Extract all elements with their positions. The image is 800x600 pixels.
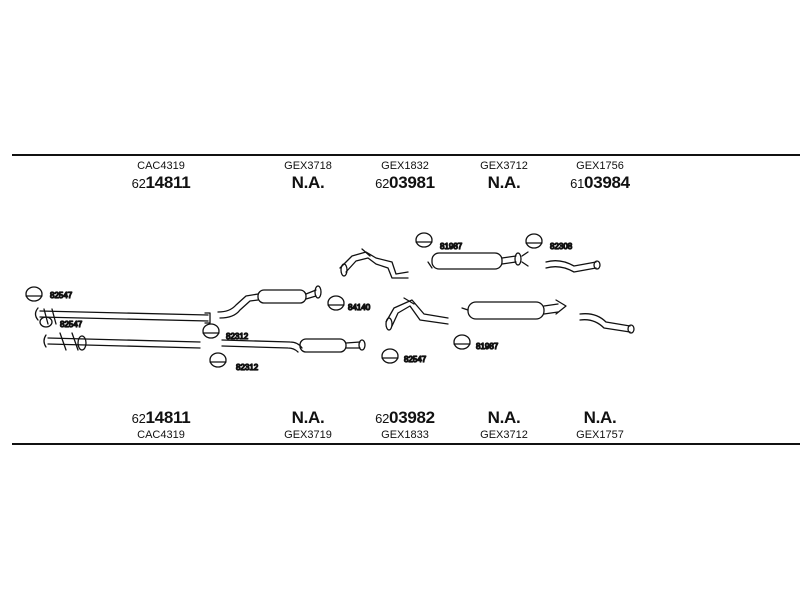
top-part-2: GEX3718 N.A. bbox=[253, 160, 363, 194]
front-pipe-lower bbox=[43, 332, 201, 351]
bottom-part-3-ref: GEX1833 bbox=[381, 429, 429, 441]
label-82308: 82308 bbox=[550, 242, 573, 251]
tail-pipe-lower bbox=[579, 313, 635, 334]
intermediate-pipe-lower bbox=[385, 297, 449, 331]
tail-pipe-upper bbox=[545, 260, 601, 273]
label-84140: 84140 bbox=[348, 303, 371, 312]
bottom-part-4-ref: GEX3712 bbox=[480, 429, 528, 441]
bottom-part-4: N.A. GEX3712 bbox=[449, 408, 559, 442]
intermediate-pipe-upper bbox=[339, 248, 409, 279]
bottom-part-1: 6214811 CAC4319 bbox=[106, 408, 216, 442]
bottom-part-2-ref: GEX3719 bbox=[284, 429, 332, 441]
top-part-3-ref: GEX1832 bbox=[381, 160, 429, 172]
label-82547-c: 82547 bbox=[404, 355, 427, 364]
top-part-4: GEX3712 N.A. bbox=[449, 160, 559, 194]
top-part-1: CAC4319 6214811 bbox=[106, 160, 216, 194]
bottom-part-5-ref: GEX1757 bbox=[576, 429, 624, 441]
label-82312-a: 82312 bbox=[226, 332, 249, 341]
top-part-2-number: N.A. bbox=[291, 173, 325, 192]
clamp-82547-b bbox=[39, 316, 53, 328]
label-81987-b: 81987 bbox=[476, 342, 499, 351]
clamp-82308 bbox=[525, 233, 543, 249]
top-part-5-ref: GEX1756 bbox=[576, 160, 624, 172]
middle-pipe-lower bbox=[221, 338, 366, 353]
bottom-part-2-number: N.A. bbox=[291, 408, 325, 427]
bottom-part-5-number: N.A. bbox=[583, 408, 617, 427]
label-82312-b: 82312 bbox=[236, 363, 259, 372]
clamp-82312-b bbox=[209, 352, 227, 368]
bottom-part-5: N.A. GEX1757 bbox=[545, 408, 655, 442]
top-part-3: GEX1832 6203981 bbox=[350, 160, 460, 194]
rear-silencer-upper bbox=[427, 251, 529, 270]
clamp-84140 bbox=[327, 295, 345, 311]
top-part-1-ref: CAC4319 bbox=[137, 160, 185, 172]
top-divider bbox=[12, 154, 800, 156]
top-part-3-number: 6203981 bbox=[375, 173, 435, 192]
top-part-5: GEX1756 6103984 bbox=[545, 160, 655, 194]
clamp-82312-a bbox=[202, 323, 220, 339]
label-82547-b: 82547 bbox=[60, 320, 83, 329]
bottom-part-3-number: 6203982 bbox=[375, 408, 435, 427]
clamp-81987-b bbox=[453, 334, 471, 350]
clamp-82547-c bbox=[381, 348, 399, 364]
clamp-82547-a bbox=[25, 286, 43, 302]
label-82547-a: 82547 bbox=[50, 291, 73, 300]
bottom-part-1-number: 6214811 bbox=[131, 408, 191, 427]
top-part-1-number: 6214811 bbox=[131, 173, 191, 192]
rear-silencer-lower bbox=[461, 299, 567, 320]
bottom-part-2: N.A. GEX3719 bbox=[253, 408, 363, 442]
top-part-4-number: N.A. bbox=[487, 173, 521, 192]
bottom-part-1-ref: CAC4319 bbox=[137, 429, 185, 441]
top-part-2-ref: GEX3718 bbox=[284, 160, 332, 172]
clamp-81987-a bbox=[415, 232, 433, 248]
top-part-4-ref: GEX3712 bbox=[480, 160, 528, 172]
bottom-part-3: 6203982 GEX1833 bbox=[350, 408, 460, 442]
bottom-divider bbox=[12, 443, 800, 445]
top-part-5-number: 6103984 bbox=[570, 173, 630, 192]
label-81987-a: 81987 bbox=[440, 242, 463, 251]
middle-pipe-upper bbox=[217, 285, 322, 319]
bottom-part-4-number: N.A. bbox=[487, 408, 521, 427]
